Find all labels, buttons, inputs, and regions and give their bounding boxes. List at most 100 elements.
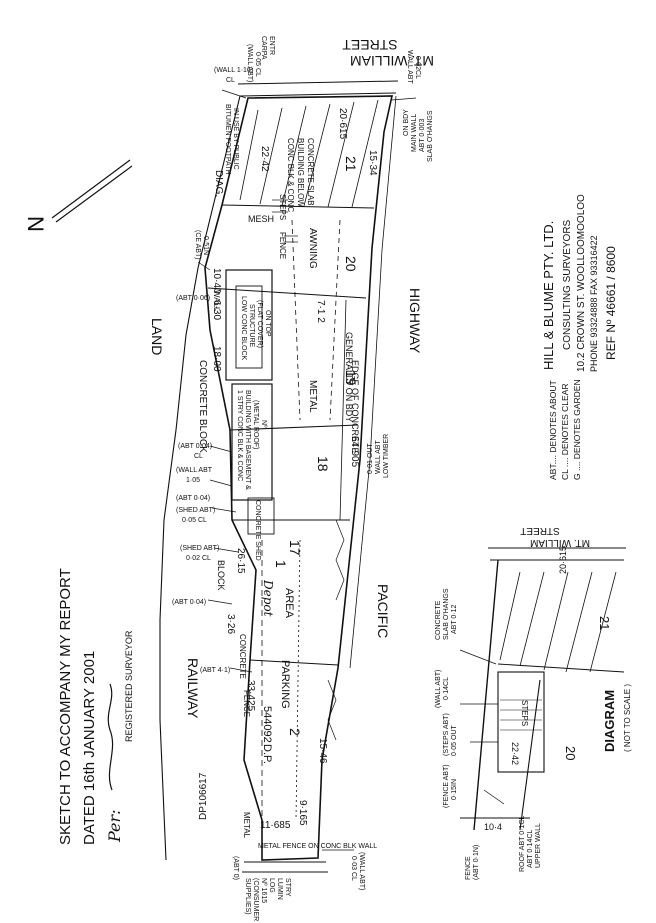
- diagram-fence-2: (ABT 0·1N): [473, 845, 480, 880]
- note-conc-blk-1: CONC BLK & CONC: [286, 138, 295, 212]
- note-fence: FENCE: [278, 232, 287, 259]
- note-bitumen-2: IN USE BY PUBLIC: [232, 108, 239, 170]
- signature-scribble: [107, 683, 114, 791]
- note-wall-abt-right-2: 0·02CL: [414, 56, 421, 79]
- diagram-not-to-scale: ( NOT TO SCALE ): [623, 684, 632, 752]
- note-dp-bottom: DP106617: [198, 772, 209, 820]
- street-pacific: PACIFIC: [375, 584, 391, 638]
- note-wall-cl: CL: [226, 77, 235, 84]
- diagram-wall-abt-1: (WALL ABT): [435, 670, 442, 708]
- diagram-upper-1: UPPER WALL: [535, 823, 542, 868]
- dim-6-30: 6·30: [211, 300, 222, 320]
- note-low-block-1: LOW CONC BLOCK: [240, 296, 247, 361]
- note-fence-side: FENCE: [242, 690, 251, 717]
- dim-15-46: 15·46: [317, 738, 328, 764]
- note-conc-blk-2: BUILDING BELOW: [296, 138, 305, 207]
- note-awning: AWNING: [307, 228, 318, 269]
- note-storey-4: Nº: [260, 420, 267, 428]
- diagram-title: DIAGRAM: [602, 690, 617, 752]
- note-ce-abt-2: 0·51N: [202, 236, 209, 255]
- lot-20: 20: [343, 256, 359, 272]
- note-wall-abt-right-1: WALL ABT: [406, 50, 413, 84]
- note-low-block-2: STRUCTURE: [248, 304, 255, 347]
- note-parking-1: PARKING: [279, 660, 291, 709]
- note-parking-2: AREA: [283, 588, 295, 619]
- note-stry-5: (CONSUMER: [252, 878, 259, 921]
- legend-g: G .... DENOTES GARDEN: [572, 379, 582, 480]
- note-metal-dim: 7·1 2: [315, 300, 326, 323]
- diagram-lot-21: 21: [597, 616, 612, 630]
- note-slab-4: ON BDY: [403, 109, 410, 136]
- note-stry-4: Nº 1615: [260, 878, 267, 903]
- firm-phone: PHONE 93324888 FAX 93316422: [589, 235, 599, 372]
- diagram-dim-22-42: 22·42: [510, 742, 520, 765]
- main-plan: [159, 80, 417, 873]
- note-metal-side: METAL: [242, 812, 251, 839]
- note-abt-004-cl: CL: [194, 453, 203, 460]
- note-stry-1: STRY: [284, 878, 291, 897]
- note-abt-004c: (ABT 0·04): [172, 599, 206, 606]
- note-stry-3: LOG: [268, 878, 275, 893]
- north-arrow: [51, 159, 133, 223]
- note-low-timber-1: LOW TIMBER: [383, 434, 390, 478]
- dim-33-425: 33·425: [245, 680, 256, 712]
- note-wall-abt-top-2: 0·05 CL: [254, 52, 261, 77]
- note-wall-116: (WALL 1·16): [214, 67, 253, 74]
- dim-3-26: 3·26: [225, 614, 236, 634]
- note-dp-num: 544092: [261, 706, 273, 743]
- note-mesh: MESH: [248, 214, 274, 224]
- lot-2: 2: [287, 728, 303, 736]
- note-low-block-4: ON TOP: [264, 310, 271, 337]
- note-low-timber-3: 0·01 OUT: [367, 443, 374, 474]
- note-slab-3: MAIN WALL: [411, 114, 418, 152]
- note-edge: EDGE OF CONCRETE: [350, 360, 360, 454]
- diagram-upper-3: ROOF ABT 0·1CL: [519, 816, 526, 872]
- diagram-mtw-1: MT. WILLIAM: [530, 537, 590, 548]
- lot-21: 21: [343, 156, 359, 172]
- note-diag: DIAG.: [213, 170, 224, 197]
- diagram-steps-abt-1: (STEPS ABT): [443, 713, 450, 756]
- dim-9-165: 9·165: [297, 800, 308, 826]
- note-low-timber-2: WALL ABT: [375, 440, 382, 474]
- firm-address: 10.2 CROWN ST. WOOLLOOMOOLOO: [576, 194, 587, 372]
- note-storey-2: BUILDING WITH BASEMENT &: [244, 390, 251, 490]
- street-highway: HIGHWAY: [407, 288, 423, 354]
- lot-19: 19: [343, 370, 359, 386]
- diagram-lot-20: 20: [563, 746, 578, 760]
- note-storey-1: 1 STRY CONC BLK & CONC: [236, 390, 243, 481]
- diagram-mtw-2: STREET: [520, 525, 559, 536]
- note-block: BLOCK: [216, 560, 226, 591]
- note-generally: GENERALLY ON BDY: [344, 332, 354, 422]
- street-mt-william-2: STREET: [342, 37, 398, 53]
- note-abt-006: (ABT 0·06): [176, 295, 210, 302]
- title-line-2: DATED 16th JANUARY 2001: [81, 651, 98, 845]
- legend-cl: CL .... DENOTES CLEAR: [560, 383, 570, 480]
- note-wall: WALL: [212, 290, 221, 312]
- firm-subtitle: CONSULTING SURVEYORS: [562, 219, 573, 350]
- note-wall-105-2: 1·05: [186, 477, 200, 484]
- lot-18: 18: [315, 456, 331, 472]
- note-bitumen-1: BITUMEN FOOTPATH: [224, 104, 231, 175]
- diagram-upper-2: ABT 0·14CL: [527, 830, 534, 868]
- note-depot: Depot: [261, 579, 275, 617]
- note-ce-abt-1: (CE ABT): [194, 230, 201, 260]
- note-wall-abt-003-2: 0·03 CL: [350, 856, 357, 881]
- note-stry-2: LUMIN: [276, 878, 283, 900]
- note-low-block-3: (FLAT COVER): [256, 300, 263, 348]
- diagram-fence-abt-1: (FENCE ABT): [443, 764, 450, 808]
- dim-26-15: 26·15: [235, 548, 246, 574]
- diagram-fence-1: FENCE: [465, 856, 472, 880]
- note-abt-004: (ABT 0·04): [178, 443, 212, 450]
- note-abt-41: (ABT 4·1): [200, 667, 230, 674]
- note-metal: METAL: [307, 380, 318, 413]
- diagram-concrete-2: SLAB O'HANGS: [443, 588, 450, 640]
- signature-prefix: Per:: [105, 809, 124, 843]
- note-conc-blk-3: CONCRETE SLAB: [306, 138, 315, 206]
- signer-role: REGISTERED SURVEYOR: [124, 630, 134, 742]
- dim-11-685: 11·685: [260, 820, 291, 831]
- note-slab-1: SLAB O'HANGS: [427, 110, 434, 162]
- note-abt-0: (ABT 0): [232, 856, 239, 880]
- note-concrete-shed: CONCRETE SHED: [254, 500, 261, 561]
- dim-22-42: 22·42: [259, 146, 270, 172]
- diagram-fence-abt-2: 0·15IN: [451, 779, 458, 800]
